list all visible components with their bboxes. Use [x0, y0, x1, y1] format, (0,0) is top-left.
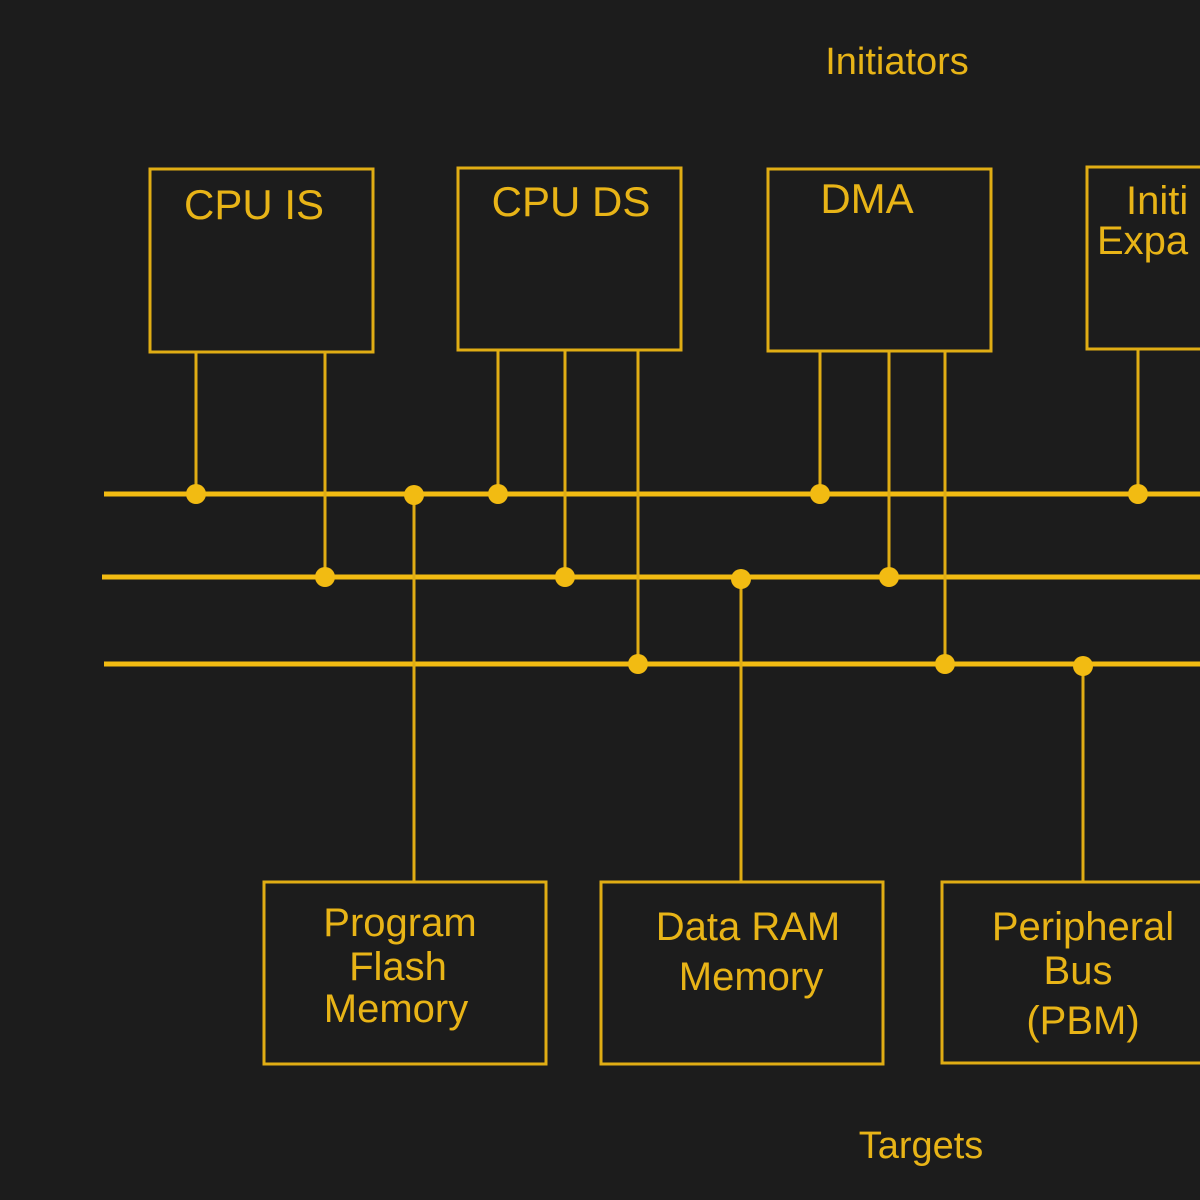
targets-label: Targets — [859, 1125, 984, 1167]
initiator-box — [766, 167, 993, 353]
initiator-cpu-is: CPU IS — [148, 167, 375, 354]
initiator-box — [1085, 165, 1200, 351]
target-label-line-1: Data RAM — [656, 905, 841, 949]
initiator-label: DMA — [820, 175, 913, 222]
initiator-cpu-ds: CPU DS — [456, 166, 683, 352]
junction-dot — [555, 567, 575, 587]
junction-dot — [731, 569, 751, 589]
target-connectors — [412, 494, 1085, 882]
junction-dot — [1073, 656, 1093, 676]
target-peripheral-bus: Peripheral Bus (PBM) — [940, 880, 1200, 1065]
buses — [102, 491, 1200, 667]
target-data-ram-memory: Data RAM Memory — [599, 880, 885, 1066]
target-label-line-2: Flash — [349, 945, 447, 989]
initiator-label-line-2: Expa — [1097, 219, 1189, 263]
initiator-label-line-1: Initi — [1126, 179, 1188, 223]
initiator-label: CPU IS — [184, 181, 324, 228]
junction-dot — [315, 567, 335, 587]
junction-dot — [628, 654, 648, 674]
junction-dots — [186, 484, 1148, 676]
target-label-line-2: Bus — [1044, 949, 1113, 993]
initiator-expansion: Initi Expa — [1085, 165, 1200, 351]
initiator-label: CPU DS — [492, 178, 651, 225]
target-box — [599, 880, 885, 1066]
junction-dot — [488, 484, 508, 504]
initiators-label: Initiators — [825, 41, 969, 83]
junction-dot — [935, 654, 955, 674]
target-label-line-2: Memory — [679, 955, 823, 999]
target-label-line-3: (PBM) — [1026, 999, 1139, 1043]
junction-dot — [1128, 484, 1148, 504]
junction-dot — [404, 485, 424, 505]
junction-dot — [186, 484, 206, 504]
target-box — [940, 880, 1200, 1065]
target-label-line-1: Peripheral — [992, 905, 1174, 949]
target-label-line-3: Memory — [324, 987, 468, 1031]
target-label-line-1: Program — [323, 901, 476, 945]
initiator-connectors — [194, 349, 1140, 664]
target-program-flash-memory: Program Flash Memory — [262, 880, 548, 1066]
target-box — [262, 880, 548, 1066]
junction-dot — [810, 484, 830, 504]
initiator-dma: DMA — [766, 167, 993, 353]
initiator-box — [148, 167, 375, 354]
initiator-box — [456, 166, 683, 352]
junction-dot — [879, 567, 899, 587]
